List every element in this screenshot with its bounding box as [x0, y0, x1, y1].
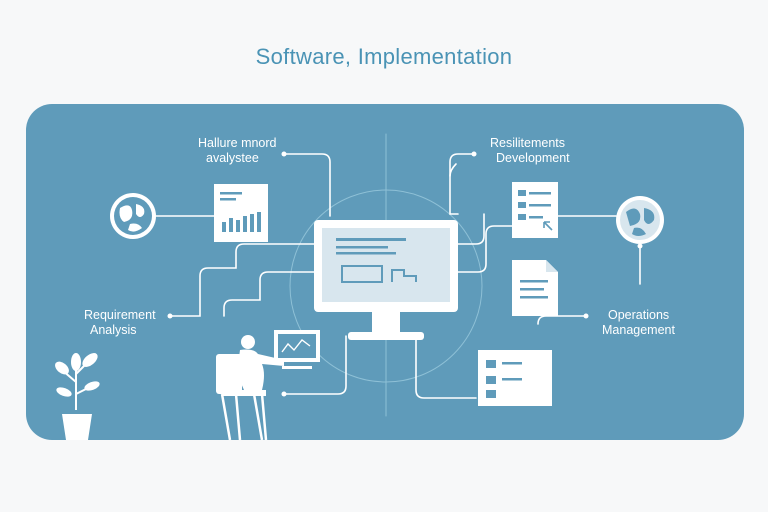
diagram-canvas — [55, 133, 664, 440]
form-document-icon — [478, 350, 552, 406]
failure-mode-connector — [283, 153, 331, 217]
monitor-right-connector — [457, 213, 485, 245]
requirement-analysis-connector — [169, 243, 317, 317]
connector-dots — [167, 151, 643, 397]
person-connector — [283, 335, 347, 395]
potted-plant-icon — [55, 353, 100, 440]
connector-dot — [281, 391, 287, 397]
diagram-panel: Hallure mnord avalystee Resilitements De… — [26, 104, 744, 440]
globe-icon — [110, 193, 156, 239]
person-at-computer-illustration — [216, 330, 320, 440]
chart-document-icon — [214, 184, 268, 242]
requirements-development-label: Resilitements Development — [490, 136, 570, 165]
requirements-dev-connector-a — [449, 163, 459, 215]
connector-dot — [583, 313, 589, 319]
analysis-secondary-connector — [223, 271, 317, 317]
requirements-dev-connector-b — [449, 153, 475, 177]
text-document-icon — [512, 260, 558, 316]
form-to-operations-connector — [537, 315, 587, 325]
world-globe-icon — [616, 196, 664, 244]
operations-management-label: Operations Management — [602, 308, 675, 337]
failure-mode-label: Hallure mnord avalystee — [198, 136, 277, 165]
central-monitor-icon — [314, 220, 458, 340]
connector-dot — [471, 151, 477, 157]
requirements-document-icon — [512, 182, 558, 238]
connector-dot — [637, 243, 643, 249]
connector-dot — [167, 313, 173, 319]
monitor-to-form-connector — [415, 335, 477, 399]
requirement-analysis-label: Requirement Analysis — [84, 308, 156, 337]
page-title: Software, Implementation — [255, 44, 513, 69]
monitor-to-doc-connector — [457, 225, 513, 273]
connector-lines — [153, 133, 641, 417]
connector-dot — [281, 151, 287, 157]
